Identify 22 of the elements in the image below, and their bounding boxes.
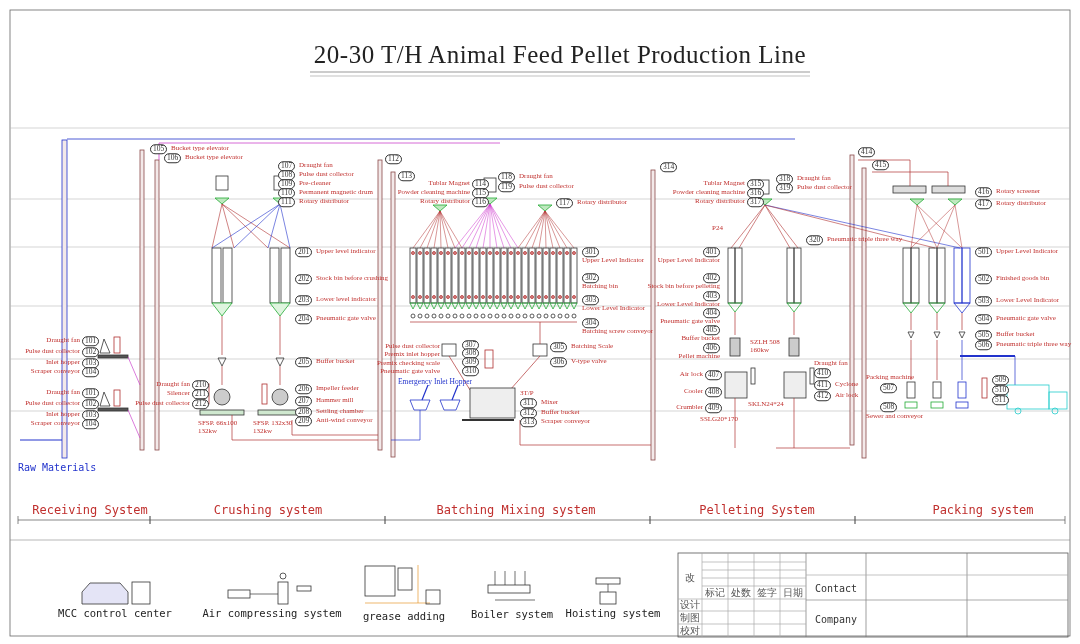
system-label: Hoisting system <box>565 608 661 620</box>
system-label: Boiler system <box>470 609 554 621</box>
system-label: MCC control center <box>58 608 172 620</box>
table-header: Company <box>814 613 858 625</box>
table-header: 校对 <box>680 626 700 636</box>
table-header: 制图 <box>680 613 700 623</box>
section-title: Packing system <box>932 504 1034 518</box>
table-header: 处数 <box>731 588 751 598</box>
diagram-title: 20-30 T/H Animal Feed Pellet Production Line <box>313 41 807 69</box>
section-title: Receiving System <box>32 504 148 518</box>
section-title: Batching Mixing system <box>436 504 596 518</box>
table-header: 标记 <box>705 588 725 598</box>
table-header: 签字 <box>757 588 777 598</box>
system-label: grease adding <box>362 611 446 623</box>
table-header: Contact <box>814 582 858 594</box>
system-label: Air compressing system <box>202 608 342 620</box>
table-header: 改 <box>685 573 695 583</box>
section-title: Pelleting System <box>699 504 815 518</box>
table-header: 设计 <box>680 600 700 610</box>
part-label: Raw Materials <box>18 461 97 473</box>
section-title: Crushing system <box>213 504 323 518</box>
table-header: 日期 <box>783 588 803 598</box>
